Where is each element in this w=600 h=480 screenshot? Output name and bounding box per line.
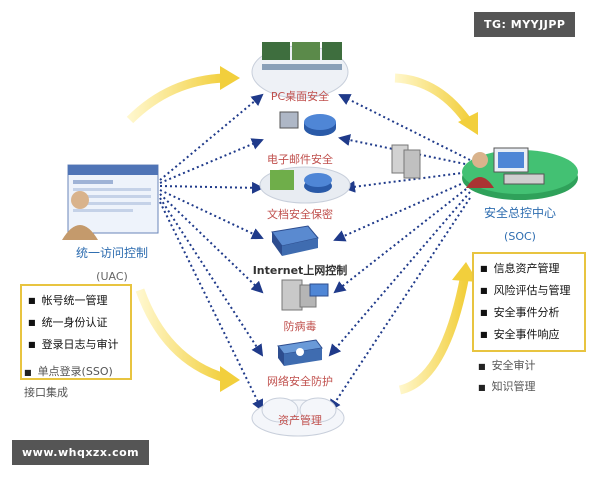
uac-feature-item: 统一身份认证: [28, 312, 124, 334]
soc-feature-item: 安全事件分析: [480, 302, 578, 324]
center-node-label-antivirus: 防病毒: [283, 320, 317, 333]
email-router-icon: [279, 111, 336, 136]
center-node-label-document: 文档安全保密: [267, 208, 333, 221]
uac-extra-list: 单点登录(SSO) 接口集成: [0, 362, 113, 403]
soc-extra-item: 安全审计: [478, 356, 536, 377]
center-node-label-internet: Internet上网控制: [252, 264, 348, 277]
flow-arrow-bottom-right: [398, 262, 478, 395]
center-node-label-email: 电子邮件安全: [267, 153, 333, 166]
center-node-label-pc-desktop: PC桌面安全: [270, 90, 330, 103]
internet-switch-icon: [271, 225, 319, 256]
uac-feature-item: 登录日志与审计: [28, 334, 124, 356]
user-icon: [62, 191, 98, 240]
uac-label: 统一访问控制: [75, 246, 148, 260]
watermark-bottom-left: www.whqxzx.com: [12, 440, 150, 465]
left-connectors: [159, 93, 264, 412]
uac-feature-item: 接口集成: [24, 386, 68, 399]
soc-feature-box: 信息资产管理 风险评估与管理 安全事件分析 安全事件响应: [472, 252, 586, 352]
right-connectors: [328, 94, 471, 412]
soc-sublabel: (SOC): [504, 230, 536, 243]
network-firewall-icon: [277, 339, 323, 366]
document-security-icon: [259, 166, 351, 204]
center-node-label-network: 网络安全防护: [267, 375, 333, 388]
soc-workstation-icon: [462, 147, 578, 200]
soc-feature-item: 风险评估与管理: [480, 280, 578, 302]
uac-feature-item: 单点登录(SSO): [24, 362, 113, 383]
flow-arrow-bottom-left: [135, 288, 240, 392]
center-node-label-asset: 资产管理: [278, 414, 322, 427]
uac-sublabel: (UAC): [96, 270, 128, 283]
server-cluster-icon: [391, 144, 421, 179]
soc-extra-item: 知识管理: [478, 377, 536, 398]
flow-arrow-top-left: [126, 66, 240, 124]
soc-feature-item: 信息资产管理: [480, 258, 578, 280]
watermark-top-right: TG: MYYJJPP: [474, 12, 576, 37]
uac-feature-item: 帐号统一管理: [28, 290, 124, 312]
soc-label: 安全总控中心: [483, 206, 556, 220]
flow-arrow-top-right: [394, 73, 478, 135]
pc-desktop-icon: [251, 42, 349, 99]
soc-feature-item: 安全事件响应: [480, 324, 578, 346]
antivirus-server-icon: [281, 279, 329, 311]
asset-management-cloud-icon: [251, 397, 345, 437]
soc-extra-list: 安全审计 知识管理: [472, 356, 536, 398]
